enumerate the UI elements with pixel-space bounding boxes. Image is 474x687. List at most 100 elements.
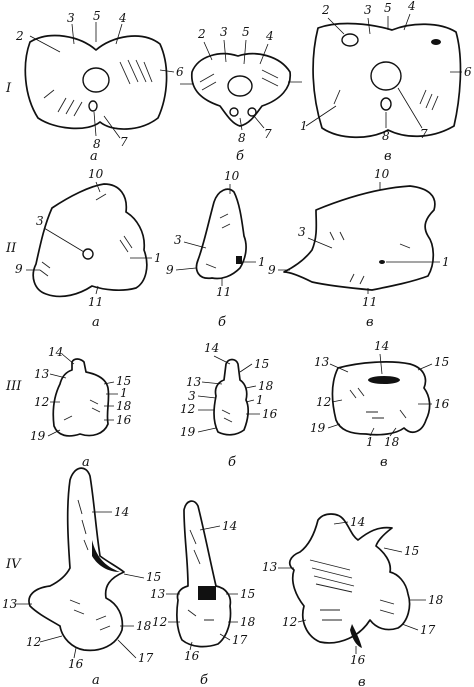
caption-a: а: [92, 673, 100, 687]
label-7: 7: [120, 135, 128, 149]
shadow: [92, 540, 120, 572]
label-10: 10: [374, 167, 390, 181]
panel-iii-b: 14 15 13 18 3 1 12 16 19 б: [180, 341, 278, 470]
label-14: 14: [350, 515, 365, 529]
foramen-small: [229, 107, 239, 117]
label-13: 13: [2, 597, 18, 611]
label-18: 18: [240, 615, 256, 629]
label-16: 16: [350, 653, 366, 667]
vertebral-foramen: [82, 67, 110, 93]
notch: [431, 39, 441, 45]
caption-b: б: [228, 455, 236, 470]
label-15: 15: [116, 374, 131, 388]
panel-ii-a: 10 3 9 1 11 а: [15, 167, 162, 330]
label-1: 1: [366, 435, 374, 449]
hatching: [333, 89, 439, 111]
label-9: 9: [268, 263, 276, 277]
caption-v: в: [384, 149, 392, 164]
label-19: 19: [310, 421, 326, 435]
vertebra-drawing: [331, 361, 431, 436]
foramen-small: [380, 97, 392, 111]
label-15: 15: [254, 357, 269, 371]
label-2: 2: [15, 29, 24, 43]
label-7: 7: [264, 127, 272, 141]
caption-a: а: [92, 315, 100, 330]
caption-v: в: [380, 455, 388, 470]
hatching: [199, 69, 279, 91]
label-18: 18: [258, 379, 274, 393]
label-10: 10: [224, 169, 240, 183]
label-14: 14: [48, 345, 63, 359]
vertebra-drawing: [52, 358, 110, 437]
notch: [368, 376, 400, 384]
hatching: [69, 499, 111, 631]
label-3: 3: [174, 233, 182, 247]
panel-i-b: 2 3 5 4 8 7 б: [180, 25, 302, 164]
label-11: 11: [362, 295, 377, 309]
label-18: 18: [136, 619, 152, 633]
label-9: 9: [15, 262, 23, 276]
label-16: 16: [184, 649, 200, 663]
label-3: 3: [36, 214, 44, 228]
label-9: 9: [166, 263, 174, 277]
panel-iii-v: 14 13 15 12 16 19 1 18 в: [310, 339, 450, 470]
hatching: [39, 193, 133, 277]
label-12: 12: [180, 402, 195, 416]
caption-v: в: [366, 315, 374, 330]
label-2: 2: [321, 3, 330, 17]
label-12: 12: [152, 615, 167, 629]
vertebral-foramen: [370, 61, 402, 91]
label-13: 13: [34, 367, 50, 381]
foramen-small: [341, 33, 359, 47]
vertebra-drawing: [195, 188, 247, 280]
hatching: [63, 399, 101, 421]
label-7: 7: [420, 127, 428, 141]
panel-ii-b: 10 3 9 1 11 б: [166, 169, 266, 330]
vertebra-drawing: [288, 513, 411, 644]
label-6: 6: [176, 65, 184, 79]
shadow: [198, 586, 216, 600]
row-iii: III 14 13 15 12 1 18 16 19 а 14 15 13 18…: [5, 339, 450, 470]
panel-ii-v: 10 3 9 1 11 в: [268, 167, 450, 330]
label-12: 12: [26, 635, 41, 649]
notch: [379, 260, 385, 264]
row-label-iii: III: [5, 379, 22, 394]
label-13: 13: [262, 560, 278, 574]
label-15: 15: [404, 544, 419, 558]
label-13: 13: [150, 587, 166, 601]
row-label-iv: IV: [5, 557, 22, 572]
caption-b: б: [218, 315, 226, 330]
vertebra-drawing: [175, 500, 232, 648]
vertebral-foramen: [227, 75, 253, 97]
hatching: [43, 59, 153, 117]
caption-b: б: [236, 149, 244, 164]
label-19: 19: [30, 429, 46, 443]
label-2: 2: [197, 27, 206, 41]
caption-a: а: [82, 455, 90, 470]
hatching: [349, 387, 407, 419]
label-15: 15: [146, 570, 161, 584]
label-3: 3: [220, 25, 228, 39]
caption-v: в: [358, 675, 366, 687]
label-16: 16: [434, 397, 450, 411]
label-19: 19: [180, 425, 196, 439]
panel-i-v: 2 3 5 4 6 1 8 7 в: [300, 0, 472, 164]
label-6: 6: [464, 65, 472, 79]
label-14: 14: [374, 339, 389, 353]
label-12: 12: [34, 395, 49, 409]
label-11: 11: [88, 295, 103, 309]
label-1: 1: [256, 393, 264, 407]
label-17: 17: [138, 651, 154, 665]
vertebra-drawing: [213, 358, 250, 436]
row-label-ii: II: [5, 241, 17, 256]
panel-iv-v: 14 15 13 18 12 17 16 в: [262, 513, 444, 687]
row-i: I 2 3 5 4 6 7 8 а 2 3 5: [5, 0, 472, 164]
label-4: 4: [265, 29, 274, 43]
label-14: 14: [222, 519, 237, 533]
vertebra-drawing: [28, 467, 125, 652]
label-11: 11: [216, 285, 231, 299]
label-3: 3: [188, 389, 196, 403]
hatching: [309, 559, 395, 621]
label-1: 1: [154, 251, 162, 265]
foramen-small: [247, 107, 257, 117]
